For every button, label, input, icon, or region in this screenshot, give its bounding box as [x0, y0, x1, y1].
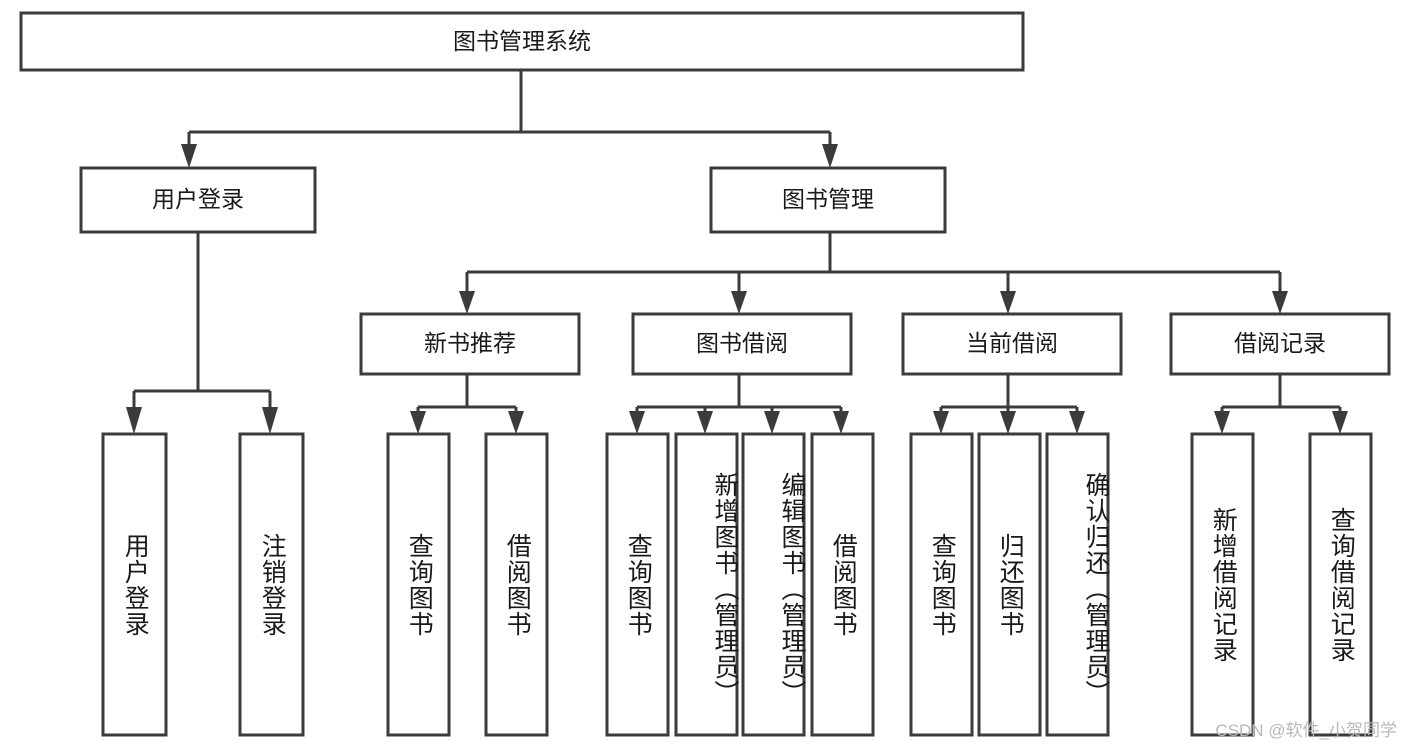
edges-bookmanage-to-level3 — [459, 232, 1288, 314]
arrow-to-book-borrow — [731, 291, 747, 314]
node-user-login-box[interactable] — [79, 166, 317, 234]
arrow-to-leaf-edit-book — [764, 411, 780, 434]
node-root-label: 图书管理系统 — [453, 28, 591, 54]
node-root-box[interactable] — [19, 11, 1025, 72]
node-current-borrow[interactable]: 当前借阅 — [901, 312, 1123, 376]
arrow-to-leaf-add-record — [1214, 411, 1230, 434]
node-leaf-query-book-1-box[interactable] — [386, 432, 451, 737]
node-book-borrow-box[interactable] — [631, 312, 853, 376]
node-borrow-record-box[interactable] — [1169, 312, 1391, 376]
arrow-to-leaf-borrow-book-2 — [833, 411, 849, 434]
node-leaf-edit-book-box[interactable] — [741, 432, 806, 737]
node-leaf-borrow-book-1-box[interactable] — [484, 432, 549, 737]
node-leaf-logout-box[interactable] — [238, 432, 305, 737]
arrow-to-book-manage — [822, 144, 838, 168]
node-leaf-add-record-box[interactable] — [1190, 432, 1255, 737]
arrow-to-leaf-query-book-2 — [629, 411, 645, 434]
edges-userlogin-to-leaves — [126, 232, 278, 434]
arrow-to-borrow-record — [1272, 291, 1288, 314]
arrow-to-leaf-query-record — [1332, 411, 1348, 434]
arrow-to-new-book-recommend — [459, 291, 475, 314]
node-book-manage-box[interactable] — [709, 166, 947, 234]
node-current-borrow-box[interactable] — [901, 312, 1123, 376]
edges-currentborrow-to-leaves — [933, 374, 1085, 434]
arrow-to-current-borrow — [1000, 291, 1016, 314]
node-root[interactable]: 图书管理系统 — [19, 11, 1025, 72]
node-new-book-recommend[interactable]: 新书推荐 — [359, 312, 581, 376]
edges-bookborrow-to-leaves — [629, 374, 849, 434]
node-new-book-recommend-label: 新书推荐 — [424, 330, 516, 356]
node-book-borrow[interactable]: 图书借阅 — [631, 312, 853, 376]
node-borrow-record-label: 借阅记录 — [1234, 330, 1326, 356]
node-leaf-return-book-box[interactable] — [977, 432, 1042, 737]
arrow-to-leaf-query-book-1 — [410, 411, 426, 434]
arrow-to-leaf-confirm-return — [1069, 411, 1085, 434]
node-book-borrow-label: 图书借阅 — [696, 330, 788, 356]
node-leaf-add-book-box[interactable] — [674, 432, 739, 737]
node-leaf-query-book-3-box[interactable] — [909, 432, 974, 737]
node-new-book-recommend-box[interactable] — [359, 312, 581, 376]
node-leaf-confirm-return-box[interactable] — [1045, 432, 1110, 737]
arrow-to-user-login — [181, 144, 197, 168]
arrow-to-leaf-user-login — [126, 407, 142, 434]
leaf-boxes — [101, 432, 1373, 737]
edges-newbook-to-leaves — [410, 374, 524, 434]
arrow-to-leaf-query-book-3 — [933, 411, 949, 434]
node-leaf-query-record-box[interactable] — [1308, 432, 1373, 737]
arrow-to-leaf-add-book — [697, 411, 713, 434]
arrow-to-leaf-return-book — [1000, 411, 1016, 434]
node-book-manage-label: 图书管理 — [782, 186, 874, 212]
node-current-borrow-label: 当前借阅 — [966, 330, 1058, 356]
arrow-to-leaf-borrow-book-1 — [508, 411, 524, 434]
watermark: CSDN @软件_小贺同学 — [1215, 721, 1397, 740]
node-leaf-borrow-book-2-box[interactable] — [810, 432, 875, 737]
arrow-to-leaf-logout — [262, 407, 278, 434]
node-leaf-query-book-2-box[interactable] — [605, 432, 670, 737]
node-user-login-label: 用户登录 — [152, 186, 244, 212]
node-user-login[interactable]: 用户登录 — [79, 166, 317, 234]
edges-borrowrecord-to-leaves — [1214, 374, 1348, 434]
node-leaf-user-login-box[interactable] — [101, 432, 168, 737]
node-book-manage[interactable]: 图书管理 — [709, 166, 947, 234]
node-borrow-record[interactable]: 借阅记录 — [1169, 312, 1391, 376]
edges-root-to-level2 — [181, 70, 838, 168]
